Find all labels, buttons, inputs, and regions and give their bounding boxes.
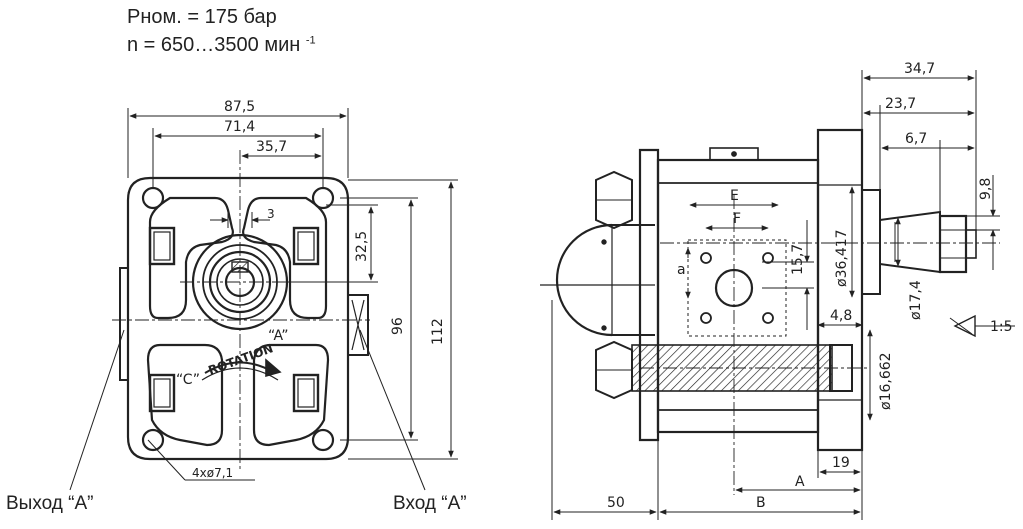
dim-height-bolts: 96 — [390, 317, 406, 335]
tapered-shaft — [879, 210, 941, 274]
outlet-port — [119, 267, 129, 381]
mounting-flange — [816, 128, 864, 452]
hole-note: 4xø7,1 — [192, 466, 233, 480]
speed-spec-value: n = 650…3500 мин — [127, 34, 301, 56]
inlet-label: Вход “A” — [393, 493, 467, 514]
dim-height-total: 112 — [430, 318, 446, 345]
label-f: F — [733, 211, 741, 227]
label-a: A — [795, 474, 805, 490]
dim-23-7: 23,7 — [885, 96, 916, 112]
speed-spec-exponent: -1 — [305, 34, 316, 47]
bolt-hole-bl — [141, 428, 165, 452]
mark-a: “A” — [268, 328, 289, 344]
dim-9-8: 9,8 — [978, 178, 994, 200]
label-a-small: a — [677, 262, 686, 278]
side-view — [540, 128, 1000, 495]
front-dimensions — [69, 108, 458, 491]
mark-c: “C” — [176, 372, 200, 388]
label-e: E — [730, 188, 739, 204]
dim-17-4: ø17,4 — [908, 280, 924, 320]
dim-6-7: 6,7 — [905, 131, 927, 147]
front-view — [112, 150, 370, 470]
outlet-label: Выход “A” — [6, 493, 94, 514]
shaft-nut — [938, 214, 968, 274]
dim-15-7: 15,7 — [790, 244, 806, 275]
dim-4-8: 4,8 — [830, 308, 852, 324]
rotation-text: ROTATION — [206, 341, 275, 377]
dim-36-417: ø36,417 — [834, 229, 850, 287]
dim-taper: 1:5 — [990, 319, 1013, 335]
side-dimensions — [551, 70, 1015, 520]
outlet-fitting — [555, 223, 613, 337]
label-b: B — [756, 495, 766, 511]
dim-width-total: 87,5 — [224, 99, 255, 115]
speed-spec: n = 650…3500 мин -1 — [127, 34, 316, 57]
pressure-spec: Pном. = 175 бар — [127, 6, 277, 28]
dim-small: 3 — [267, 207, 275, 221]
dim-19: 19 — [832, 455, 850, 471]
dim-half-width: 35,7 — [256, 139, 287, 155]
dim-34-7: 34,7 — [904, 61, 935, 77]
dim-16-662: ø16,662 — [878, 352, 894, 410]
inlet-port-block — [347, 294, 369, 356]
dim-width-bolts: 71,4 — [224, 119, 255, 135]
front-body-outline — [126, 176, 350, 461]
dim-port-offset: 32,5 — [354, 231, 370, 262]
bolt-hole-br — [311, 428, 335, 452]
dim-50: 50 — [607, 495, 625, 511]
